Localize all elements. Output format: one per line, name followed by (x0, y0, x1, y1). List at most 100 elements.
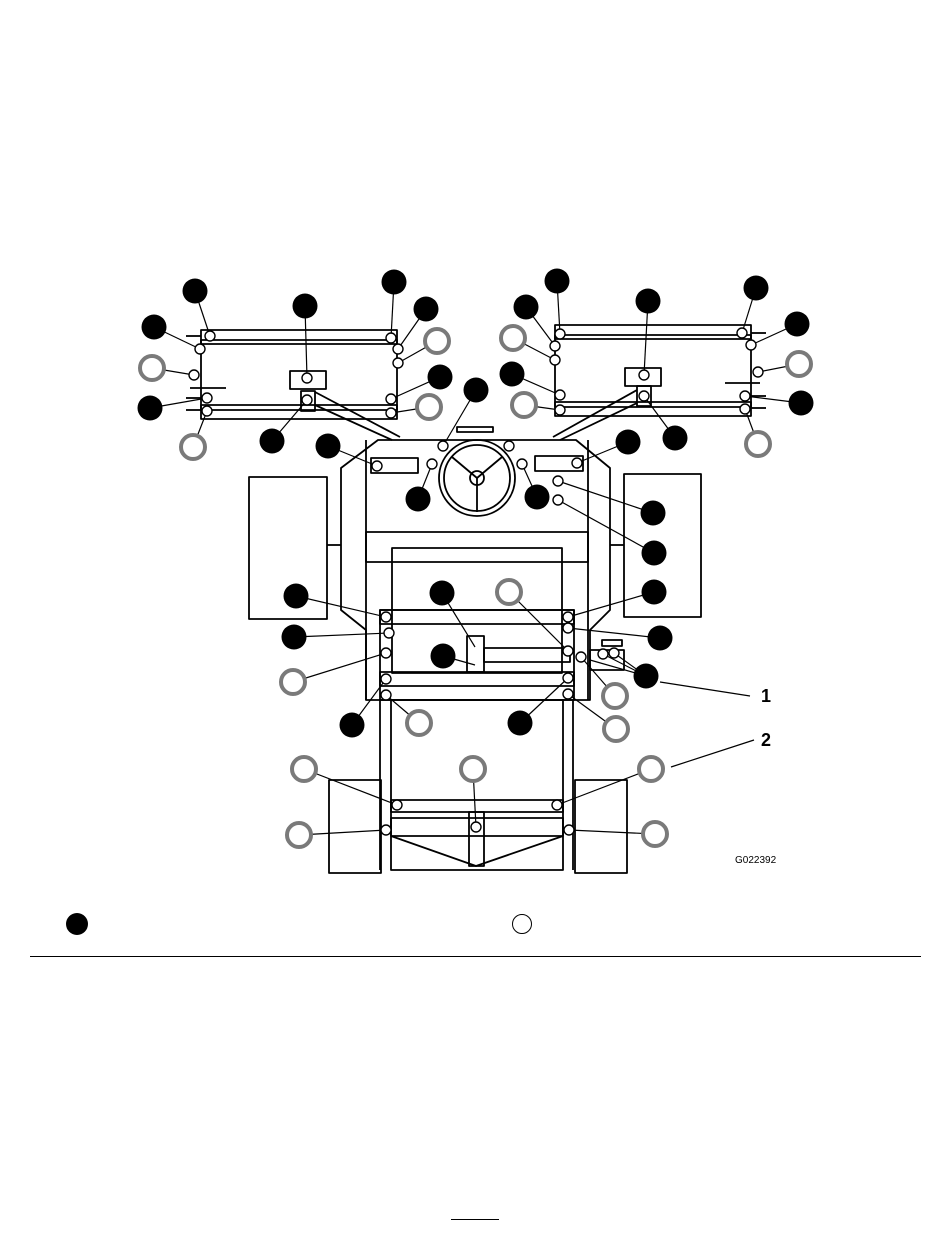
frame-line (553, 390, 637, 437)
grease-fitting-icon (517, 459, 527, 469)
black-marker-icon (514, 295, 539, 320)
steering-spokes (452, 457, 502, 512)
black-marker-icon (138, 396, 163, 421)
gray-marker-icon (501, 326, 525, 350)
frame-part (329, 780, 381, 873)
page-number-rule (451, 1219, 499, 1220)
callout-2-leader (671, 740, 754, 767)
grease-fitting-icon (753, 367, 763, 377)
grease-fitting-icon (740, 391, 750, 401)
grease-fitting-icon (563, 673, 573, 683)
grease-fitting-icon (563, 646, 573, 656)
grease-fitting-icon (639, 391, 649, 401)
gray-marker-icon (407, 711, 431, 735)
black-marker-icon (641, 501, 666, 526)
grease-fitting-icon (609, 648, 619, 658)
frame-part (467, 636, 484, 672)
frame-part (457, 427, 493, 432)
grease-fitting-icon (302, 395, 312, 405)
black-marker-icon (525, 485, 550, 510)
grease-fitting-icon (504, 441, 514, 451)
leader-line (304, 769, 397, 805)
grease-fitting-icon (553, 495, 563, 505)
black-marker-icon (282, 625, 307, 650)
black-marker-icon (642, 541, 667, 566)
black-marker-icon (648, 626, 673, 651)
leader-line (557, 769, 651, 805)
gray-marker-icon (181, 435, 205, 459)
leader-lines (150, 281, 801, 835)
black-marker-icon (284, 584, 309, 609)
grease-fitting-icon (550, 355, 560, 365)
frame-line (391, 836, 563, 866)
grease-fitting-icon (572, 458, 582, 468)
leader-line (568, 592, 654, 617)
black-marker-icon (789, 391, 814, 416)
frame-part (484, 648, 570, 662)
grease-fitting-icon (427, 459, 437, 469)
gray-marker-icon (425, 329, 449, 353)
grease-fitting-icon (205, 331, 215, 341)
grease-fitting-icon (576, 652, 586, 662)
frame-part (201, 330, 397, 344)
gray-marker-icon (292, 757, 316, 781)
grease-fitting-icon (189, 370, 199, 380)
black-marker-icon (428, 365, 453, 390)
black-marker-icon (642, 580, 667, 605)
black-marker-icon (414, 297, 439, 322)
grease-fitting-icon (381, 648, 391, 658)
grease-fitting-icon (550, 341, 560, 351)
figure-code: G022392 (735, 855, 777, 866)
location-markers (138, 269, 814, 848)
grease-fitting-icon (384, 628, 394, 638)
frame-part (380, 672, 574, 686)
black-marker-icon (316, 434, 341, 459)
black-marker-icon (616, 430, 641, 455)
gray-marker-icon (140, 356, 164, 380)
gray-marker-icon (746, 432, 770, 456)
black-marker-icon (293, 294, 318, 319)
grease-fitting-icon (555, 390, 565, 400)
black-marker-icon (663, 426, 688, 451)
grease-fitting-icon (386, 394, 396, 404)
black-marker-icon (464, 378, 489, 403)
leader-line (294, 633, 389, 637)
gray-marker-icon (603, 684, 627, 708)
grease-fitting-icon (372, 461, 382, 471)
grease-fitting-icon (564, 825, 574, 835)
frame-part (201, 340, 397, 410)
grease-fitting-icon (381, 612, 391, 622)
gray-marker-icon (787, 352, 811, 376)
grease-fitting-icon (471, 822, 481, 832)
callout-1-label: 1 (761, 686, 771, 706)
grease-fitting-icon (553, 476, 563, 486)
open-circle-icon (512, 914, 532, 934)
black-marker-icon (785, 312, 810, 337)
frame-part (555, 325, 751, 339)
black-marker-icon (744, 276, 769, 301)
black-marker-icon (260, 429, 285, 454)
black-marker-icon (406, 487, 431, 512)
grease-fitting-icon (598, 649, 608, 659)
grease-fitting-icon (381, 825, 391, 835)
grease-point-diagram: 1 2 G022392 (0, 0, 950, 950)
black-marker-icon (431, 644, 456, 669)
grease-fitting-icon (392, 800, 402, 810)
grease-fitting-icon (740, 404, 750, 414)
grease-fitting-icon (393, 344, 403, 354)
section-divider (30, 956, 921, 957)
gray-marker-icon (512, 393, 536, 417)
gray-marker-icon (643, 822, 667, 846)
grease-fitting-icon (438, 441, 448, 451)
gray-marker-icon (281, 670, 305, 694)
grease-fitting-icon (563, 612, 573, 622)
gray-marker-icon (639, 757, 663, 781)
leader-line (293, 653, 386, 682)
black-marker-icon (634, 664, 659, 689)
black-marker-icon (183, 279, 208, 304)
frame-part (575, 780, 627, 873)
grease-fitting-icon (563, 689, 573, 699)
grease-fitting-icon (381, 690, 391, 700)
black-marker-icon (340, 713, 365, 738)
grease-fitting-icon (381, 674, 391, 684)
